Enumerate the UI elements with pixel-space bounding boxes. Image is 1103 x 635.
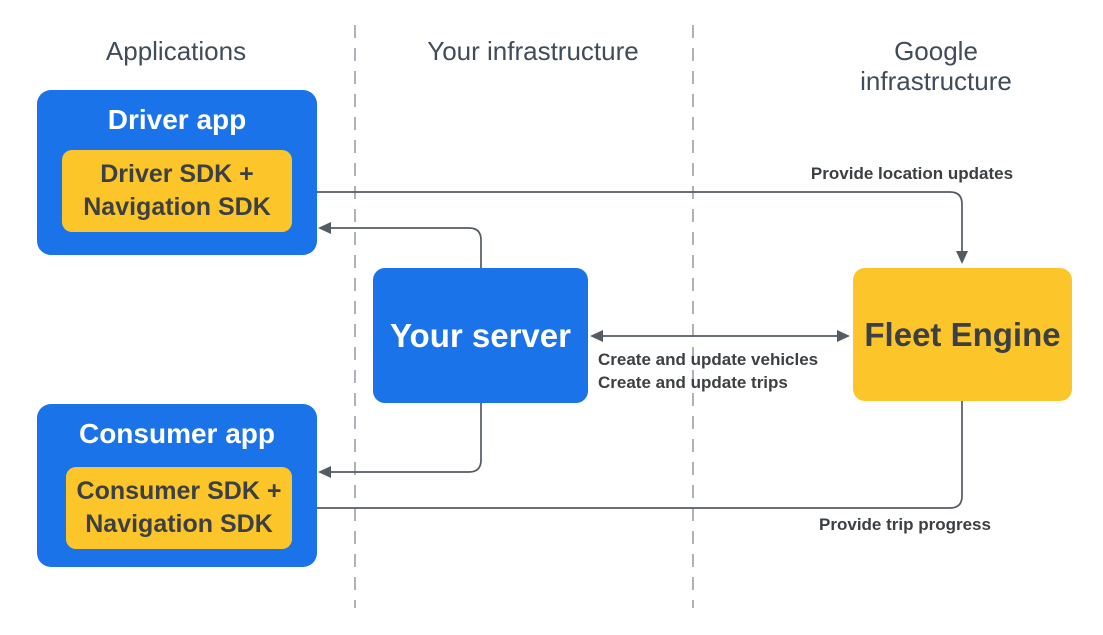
edge-server-to-driver-app [331, 227, 482, 268]
edge-label-provide-location-updates: Provide location updates [810, 164, 1014, 183]
node-consumer-app: Consumer app Consumer SDK + Navigation S… [37, 404, 317, 567]
fleet-engine-title: Fleet Engine [864, 315, 1061, 353]
arrowhead-into-fleet-engine-top [956, 251, 968, 264]
node-fleet-engine: Fleet Engine [853, 268, 1072, 401]
consumer-sdk-line1: Consumer SDK + [76, 477, 282, 505]
edge-label-create-update: Create and update vehicles Create and up… [598, 348, 858, 394]
edge-server-to-consumer-app [331, 403, 482, 473]
arrowhead-into-your-server [590, 330, 603, 342]
node-your-server: Your server [373, 268, 588, 403]
driver-sdk-line1: Driver SDK + [100, 160, 254, 188]
driver-sdk-line2: Navigation SDK [83, 193, 271, 221]
consumer-sdk-line2: Navigation SDK [85, 510, 273, 538]
driver-app-title: Driver app [107, 104, 247, 135]
edge-provide-trip-progress [308, 401, 963, 509]
column-header-your-infrastructure: Your infrastructure [427, 36, 639, 66]
edge-label-create-update-vehicles: Create and update vehicles [598, 350, 819, 369]
edge-label-create-update-trips: Create and update trips [598, 373, 788, 392]
arrowhead-into-consumer-app [318, 466, 331, 478]
your-server-title: Your server [390, 316, 571, 354]
node-consumer-sdk: Consumer SDK + Navigation SDK [66, 467, 292, 549]
column-header-google-infrastructure: Google infrastructure [860, 36, 1012, 96]
edge-label-provide-trip-progress: Provide trip progress [819, 515, 991, 534]
column-header-applications: Applications [105, 36, 247, 66]
arrowhead-into-driver-app [318, 222, 331, 234]
edge-provide-location-updates [292, 191, 963, 252]
arrowhead-into-fleet-engine-left [837, 330, 850, 342]
consumer-app-title: Consumer app [78, 418, 276, 449]
node-driver-sdk: Driver SDK + Navigation SDK [62, 150, 292, 232]
node-driver-app: Driver app Driver SDK + Navigation SDK [37, 90, 317, 255]
